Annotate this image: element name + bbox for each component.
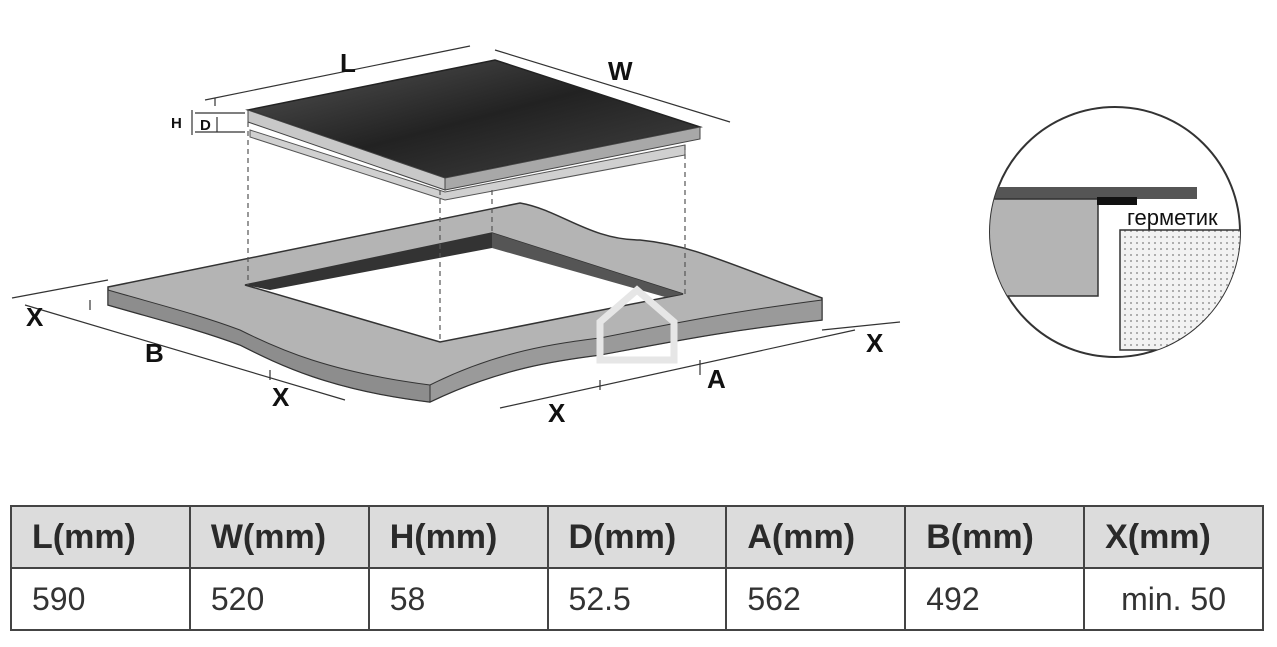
header-h: H(mm): [367, 505, 549, 569]
value-b: 492: [904, 567, 1086, 631]
value-l: 590: [10, 567, 191, 631]
label-a: A: [707, 364, 726, 394]
label-b: B: [145, 338, 164, 368]
header-x: X(mm): [1083, 505, 1264, 569]
value-a: 562: [725, 567, 907, 631]
seal-detail-view: герметик: [989, 106, 1241, 358]
value-d: 52.5: [546, 567, 728, 631]
installation-diagram: L W H D X B X X A X герметик: [11, 45, 1241, 428]
label-x-bottom-left: X: [272, 382, 290, 412]
label-l: L: [340, 48, 356, 78]
label-x-left: X: [26, 302, 44, 332]
sealant-label: герметик: [1127, 205, 1218, 230]
label-x-right: X: [866, 328, 884, 358]
value-w: 520: [188, 567, 370, 631]
projection-lines: [247, 122, 686, 342]
dimension-lines: [11, 45, 901, 409]
header-w: W(mm): [188, 505, 370, 569]
table-row: 590 520 58 52.5 562 492 min. 50: [10, 567, 1264, 631]
value-x: min. 50: [1083, 567, 1264, 631]
label-w: W: [608, 56, 633, 86]
header-b: B(mm): [904, 505, 1086, 569]
hob-glass: [245, 59, 703, 201]
label-d: D: [200, 117, 211, 134]
cutout: [244, 232, 684, 343]
label-h: H: [171, 115, 182, 132]
header-a: A(mm): [725, 505, 907, 569]
value-h: 58: [367, 567, 549, 631]
watermark-logo: [596, 285, 678, 364]
header-l: L(mm): [10, 505, 191, 569]
header-d: D(mm): [546, 505, 728, 569]
dimensions-table: L(mm) W(mm) H(mm) D(mm) A(mm) B(mm) X(mm…: [10, 505, 1264, 631]
label-x-bottom: X: [548, 398, 566, 428]
table-header-row: L(mm) W(mm) H(mm) D(mm) A(mm) B(mm) X(mm…: [10, 505, 1264, 569]
